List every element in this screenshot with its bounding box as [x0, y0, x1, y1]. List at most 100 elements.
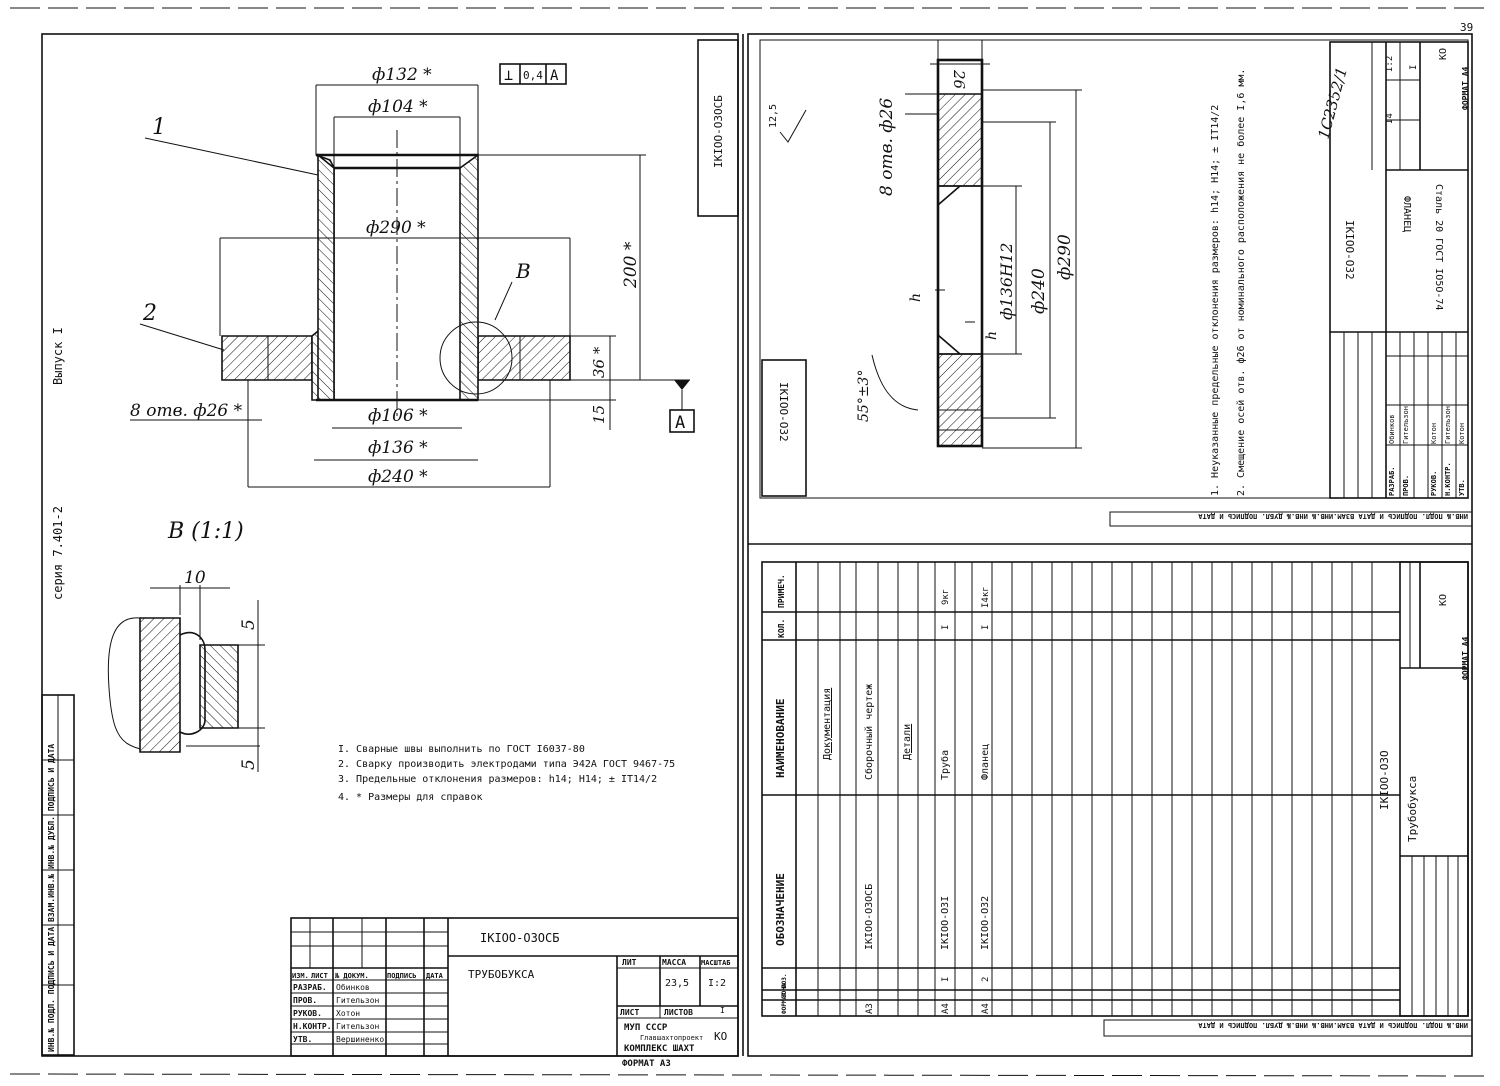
- dim-h200: 200 *: [621, 241, 641, 289]
- spec-row-3-note: 9кг: [941, 589, 951, 605]
- datum-a: A: [669, 380, 695, 433]
- spec-row-4-fmt: А4: [981, 1003, 991, 1014]
- flange-dim-d136: ф136H12: [997, 243, 1016, 320]
- flange-tb-sheets-value: I: [1409, 65, 1419, 70]
- assembly-tb-code: IКIОО-ОЗОСБ: [480, 931, 559, 945]
- flange-dim-d290: ф290: [1055, 234, 1075, 280]
- assembly-drawing: IКIОО-ОЗОСБ: [107, 39, 739, 1069]
- flange-tb-person-1: Гительзон: [1402, 406, 1410, 444]
- spec-row-3-fmt: А4: [941, 1003, 951, 1014]
- spec-row-4-note: I4кг: [981, 586, 991, 608]
- assembly-note-1: I. Сварные швы выполнить по ГОСТ I6037-8…: [338, 744, 585, 755]
- assembly-tb-org-2: Главшахтопроект: [640, 1034, 703, 1042]
- spec-row-4-name: Фланец: [980, 744, 991, 780]
- flange-tb-format: ФОРМАТ А4: [1461, 66, 1470, 110]
- series-text: серия 7.401-2: [51, 506, 65, 600]
- assembly-tb-mass: МАССА: [662, 958, 686, 967]
- left-stamp-text: ИНВ.№ ПОДЛ. ПОДПИСЬ И ДАТА ВЗАМ.ИНВ.№ ИН…: [47, 744, 56, 1052]
- flange-tb-role-4: УТВ.: [1458, 479, 1466, 496]
- tolerance-datum: A: [550, 68, 559, 84]
- flange-section-right: [477, 335, 571, 381]
- detail-dim-10: 10: [184, 568, 206, 588]
- assembly-tb-org-1: МУП СССР: [624, 1023, 668, 1033]
- spec-row-0-name: Документация: [822, 688, 833, 760]
- roughness: 12,5: [768, 104, 779, 128]
- flange-dim-chamfer: 55°±3°: [856, 370, 872, 422]
- assembly-tb-role-0: РАЗРАБ.: [293, 983, 327, 992]
- flange-title-block: IКIОО-О32 ФЛАНЕЦ Сталь 20 ГОСТ IО5О-74 Р…: [1329, 41, 1470, 499]
- flange-tb-person-3: Гительзон: [1444, 406, 1452, 444]
- flange-section-bottom: [937, 353, 983, 447]
- flange-section-top: [937, 93, 983, 187]
- leader-2: 2: [142, 301, 157, 326]
- assembly-notes: I. Сварные швы выполнить по ГОСТ I6037-8…: [338, 744, 675, 803]
- assembly-tb-role-3: Н.КОНТР.: [293, 1022, 332, 1031]
- spec-row-1-name: Сборочный чертеж: [863, 684, 875, 780]
- dim-d104: ф104 *: [368, 97, 428, 117]
- assembly-tb-h-date: ДАТА: [426, 972, 444, 980]
- dim-d136: ф136 *: [368, 438, 428, 458]
- spec-col-note: ПРИМЕЧ.: [777, 574, 786, 608]
- assembly-tb-name: ТРУБОБУКСА: [468, 968, 535, 981]
- flange-dim-d240: ф240: [1029, 268, 1049, 314]
- left-side-stamp: ИНВ.№ ПОДЛ. ПОДПИСЬ И ДАТА ВЗАМ.ИНВ.№ ИН…: [41, 694, 75, 1056]
- flange-tb-role-0: РАЗРАБ.: [1388, 466, 1396, 496]
- flange-tb-person-0: Обинков: [1388, 414, 1396, 444]
- assembly-tb-sheets: ЛИСТОВ: [664, 1008, 693, 1017]
- pipe-wall-right: [459, 153, 479, 401]
- dim-d106: ф106 *: [368, 406, 428, 426]
- assembly-note-2: 2. Сварку производить электродами типа Э…: [338, 759, 675, 770]
- spec-col-qty: КОЛ.: [777, 619, 786, 638]
- leader-b: B: [515, 259, 531, 283]
- spec-strip-stamp: ИНВ.№ ПОДЛ. ПОДПИСЬ И ДАТА ВЗАМ.ИНВ.№ ИН…: [1197, 1021, 1468, 1029]
- flange-tb-org-code: КО: [1438, 48, 1449, 60]
- assembly-code-box: IКIОО-ОЗОСБ: [712, 95, 725, 168]
- assembly-tb-person-2: Хотон: [336, 1009, 360, 1018]
- spec-tb-code: IКIОО-ОЗО: [1378, 750, 1391, 810]
- detail-b: В (1:1) 10 5 5: [107, 519, 265, 772]
- spec-tb-org-code: КО: [1438, 594, 1449, 606]
- specification: ФОРМАТ ЗОНА ПОЗ. ОБОЗНАЧЕНИЕ НАИМЕНОВАНИ…: [761, 561, 1473, 1037]
- flange-tb-scale-value: I:2: [1385, 56, 1395, 72]
- dim-d132: ф132 *: [372, 65, 432, 85]
- dim-holes: 8 отв. ф26 *: [130, 401, 243, 421]
- assembly-tb-lit: ЛИТ: [622, 958, 637, 967]
- flange-tb-role-1: ПРОВ.: [1402, 475, 1410, 496]
- assembly-title-block: IКIОО-ОЗОСБ ТРУБОБУКСА ИЗМ. ЛИСТ № ДОКУМ…: [290, 917, 739, 1069]
- assembly-tb-format: ФОРМАТ А3: [622, 1059, 671, 1069]
- flange-tb-code: IКIОО-О32: [1343, 220, 1356, 280]
- datum-a-label: A: [675, 413, 685, 433]
- assembly-tb-scale: МАСШТАБ: [701, 959, 731, 967]
- flange-dim-26: 26: [950, 69, 968, 90]
- spec-row-4-pos: 2: [981, 977, 991, 982]
- spec-row-3-code: IКIОО-ОЗI: [940, 896, 951, 950]
- spec-col-pos: ПОЗ.: [781, 974, 788, 988]
- assembly-tb-role-1: ПРОВ.: [293, 996, 317, 1005]
- spec-col-code: ОБОЗНАЧЕНИЕ: [774, 873, 787, 946]
- page-number: 39: [1460, 21, 1473, 34]
- flange-section-left: [221, 335, 313, 381]
- flange-dim-k2: h: [984, 331, 1000, 340]
- assembly-tb-h-sign: ПОДПИСЬ: [387, 972, 417, 980]
- flange-note-2: 2. Смещение осей отв. ф26 от номинальног…: [1235, 69, 1247, 496]
- flange-dim-holes: 8 отв. ф26: [877, 98, 897, 196]
- flange-tb-role-2: РУКОВ.: [1430, 471, 1438, 496]
- spec-row-1-fmt: А3: [865, 1003, 875, 1014]
- assembly-tb-h-list: ЛИСТ: [311, 972, 328, 980]
- spec-col-name: НАИМЕНОВАНИЕ: [774, 699, 787, 778]
- assembly-tb-org-code: КО: [714, 1030, 727, 1043]
- flange-tb-material: Сталь 20 ГОСТ IО5О-74: [1433, 184, 1444, 310]
- assembly-tb-person-0: Обинков: [336, 982, 370, 992]
- flange-tb-name: ФЛАНЕЦ: [1401, 196, 1412, 232]
- detail-title: В (1:1): [167, 519, 244, 544]
- dim-d290: ф290 *: [366, 218, 426, 238]
- spec-col-zone: ЗОНА: [781, 983, 788, 998]
- dim-h15: 15: [590, 405, 608, 424]
- perpendicularity-tolerance: ⊥ 0,4 A: [499, 63, 567, 85]
- assembly-tb-role-2: РУКОВ.: [293, 1009, 322, 1018]
- spec-row-3-name: Труба: [939, 750, 951, 780]
- assembly-tb-sheet: ЛИСТ: [620, 1008, 639, 1017]
- assembly-tb-person-3: Гительзон: [336, 1022, 380, 1031]
- tolerance-symbol: ⊥: [504, 66, 513, 84]
- assembly-tb-h-doc: № ДОКУМ.: [334, 972, 369, 980]
